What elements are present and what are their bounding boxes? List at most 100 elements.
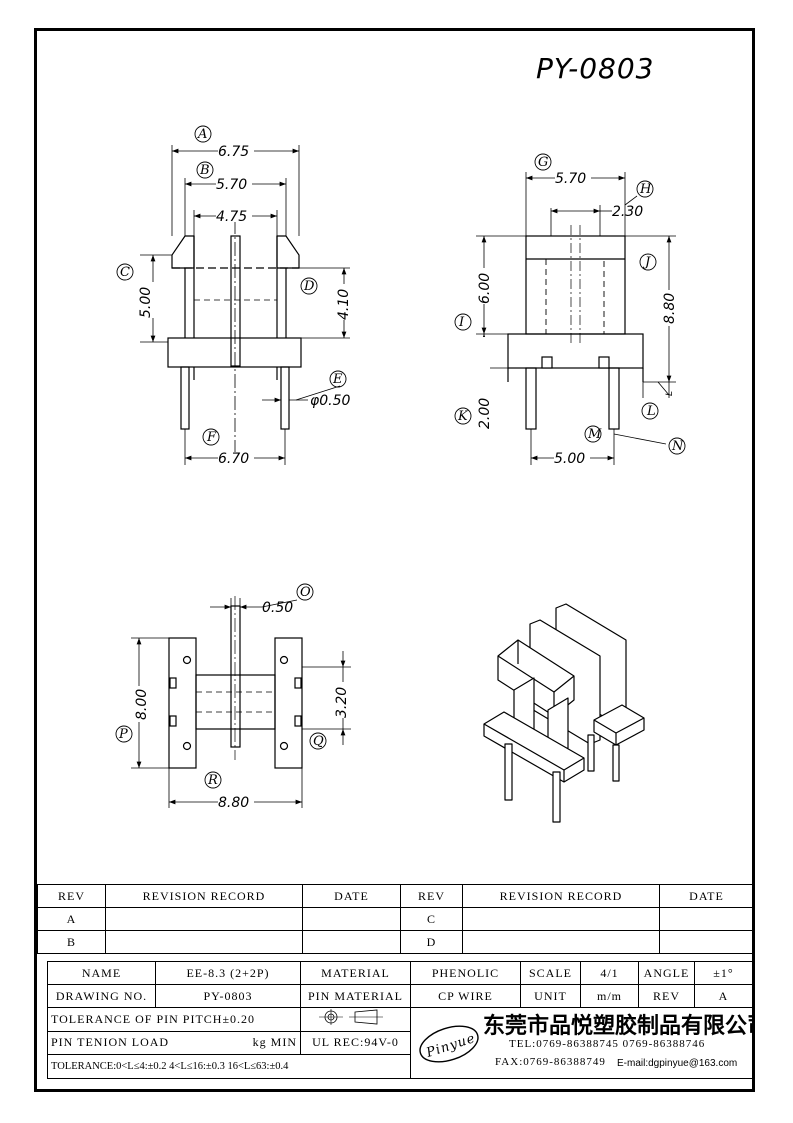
side-view-labels: 5.70 2.30 6.00 2.00 8.80 L 5.00 G H I J …: [454, 153, 686, 467]
label-b: B: [199, 163, 210, 178]
tolerance-ranges: TOLERANCE:0<L≤4:±0.2 4<L≤16:±0.3 16<L≤63…: [47, 1054, 411, 1079]
company-fax: FAX:0769-86388749: [495, 1056, 606, 1068]
company-block: Pinyue 东莞市品悦塑胶制品有限公司 TEL:0769-86388745 0…: [410, 1007, 753, 1079]
header-revision-record: REVISION RECORD: [105, 884, 303, 908]
revision-row: A C: [37, 907, 754, 931]
rev-value: A: [694, 984, 753, 1008]
dim-c-text: 5.00: [138, 287, 154, 318]
revision-cell: [105, 907, 303, 931]
revision-cell: [659, 930, 754, 954]
dim-d-text: 4.10: [336, 289, 352, 320]
header-date: DATE: [302, 884, 401, 908]
company-tel: TEL:0769-86388745 0769-86388746: [509, 1038, 706, 1050]
pin-tension-cell: PIN TENION LOAD kg MIN: [47, 1030, 301, 1056]
revision-cell: [659, 907, 754, 931]
label-q: Q: [313, 734, 324, 749]
label-c: C: [120, 265, 130, 280]
header-revision-record-2: REVISION RECORD: [462, 884, 660, 908]
label-g: G: [538, 155, 548, 170]
pin-material-value: CP WIRE: [410, 984, 521, 1008]
label-f: F: [206, 430, 217, 445]
front-view-labels: 6.75 5.70 4.75 5.00 4.10 φ0.50 6.70 A B …: [116, 125, 352, 467]
label-r: R: [207, 773, 218, 788]
revision-row: B D: [37, 930, 754, 954]
revision-cell: [302, 907, 401, 931]
label-h: H: [639, 182, 652, 197]
bottom-view: [168, 596, 303, 769]
dim-f-text: 6.70: [218, 451, 249, 467]
label-o: O: [300, 585, 311, 600]
label-e: E: [332, 372, 343, 387]
dim-i-text: 6.00: [477, 273, 493, 304]
revision-cell: [462, 907, 660, 931]
drawing-no-value: PY-0803: [155, 984, 301, 1008]
projection-symbol-icon: [318, 1009, 383, 1026]
tolerance-symbol: [300, 1007, 411, 1032]
angle-label: ANGLE: [638, 961, 695, 985]
angle-value: ±1°: [694, 961, 753, 985]
tolerance-pin-pitch: TOLERANCE OF PIN PITCH±0.20: [47, 1007, 301, 1032]
dim-g-text: 5.70: [555, 171, 586, 187]
front-view: [167, 220, 302, 460]
dim-p-text: 8.00: [134, 689, 150, 720]
dim-j-text: 8.80: [662, 293, 678, 324]
material-value: PHENOLIC: [410, 961, 521, 985]
logo-text: Pinyue: [424, 1031, 478, 1061]
revision-cell: A: [37, 907, 106, 931]
revision-cell: C: [400, 907, 463, 931]
label-j: J: [642, 255, 651, 270]
unit-label: UNIT: [520, 984, 581, 1008]
scale-value: 4/1: [580, 961, 639, 985]
unit-value: m/m: [580, 984, 639, 1008]
isometric-view: [483, 603, 645, 823]
dim-m-text: 5.00: [554, 451, 585, 467]
drawing-title: PY-0803: [536, 52, 655, 85]
label-n: N: [671, 439, 684, 454]
revision-cell: D: [400, 930, 463, 954]
side-view-dimensions: [476, 172, 676, 465]
revision-cell: [105, 930, 303, 954]
header-date-2: DATE: [659, 884, 754, 908]
bottom-view-labels: 0.50 8.00 3.20 8.80 O P Q R: [115, 583, 350, 811]
label-p: P: [118, 727, 128, 742]
pinyue-logo: Pinyue: [419, 1025, 479, 1063]
dim-h-text: 2.30: [612, 204, 643, 220]
pin-material-label: PIN MATERIAL: [300, 984, 411, 1008]
technical-drawing: PY-0803: [115, 52, 686, 823]
dim-o-text: 0.50: [262, 600, 293, 616]
side-view: [507, 225, 644, 430]
revision-table: REV REVISION RECORD DATE REV REVISION RE…: [37, 884, 754, 954]
title-block: NAME EE-8.3 (2+2P) MATERIAL PHENOLIC SCA…: [47, 961, 753, 1079]
revision-header-row: REV REVISION RECORD DATE REV REVISION RE…: [37, 884, 754, 908]
dim-k-text: 2.00: [477, 398, 493, 429]
company-email: E-mail:dgpinyue@163.com: [617, 1058, 738, 1069]
revision-cell: [462, 930, 660, 954]
name-value: EE-8.3 (2+2P): [155, 961, 301, 985]
dim-l-text: L: [665, 391, 675, 396]
label-d: D: [303, 279, 315, 294]
dim-e-text: φ0.50: [310, 393, 351, 409]
revision-cell: [302, 930, 401, 954]
label-a: A: [197, 127, 207, 142]
label-m: M: [587, 427, 602, 442]
dim-b-text: 5.70: [216, 177, 247, 193]
dim-inner-text: 4.75: [216, 209, 247, 225]
label-k: K: [457, 409, 469, 424]
material-label: MATERIAL: [300, 961, 411, 985]
drawing-frame: [34, 28, 755, 1092]
header-rev-2: REV: [400, 884, 463, 908]
name-label: NAME: [47, 961, 156, 985]
label-i: I: [458, 315, 465, 330]
front-view-dimensions: [140, 145, 350, 465]
drawing-no-label: DRAWING NO.: [47, 984, 156, 1008]
label-l: L: [646, 404, 656, 419]
bottom-view-dimensions: [131, 598, 351, 808]
company-name-cn: 东莞市品悦塑胶制品有限公司: [483, 1013, 753, 1039]
rev-label: REV: [638, 984, 695, 1008]
ul-rec: UL REC:94V-0: [300, 1030, 411, 1056]
header-rev: REV: [37, 884, 106, 908]
pin-tension-label: PIN TENION LOAD: [51, 1035, 170, 1050]
dim-q-text: 3.20: [334, 687, 350, 718]
pin-tension-unit: kg MIN: [252, 1035, 297, 1050]
revision-cell: B: [37, 930, 106, 954]
